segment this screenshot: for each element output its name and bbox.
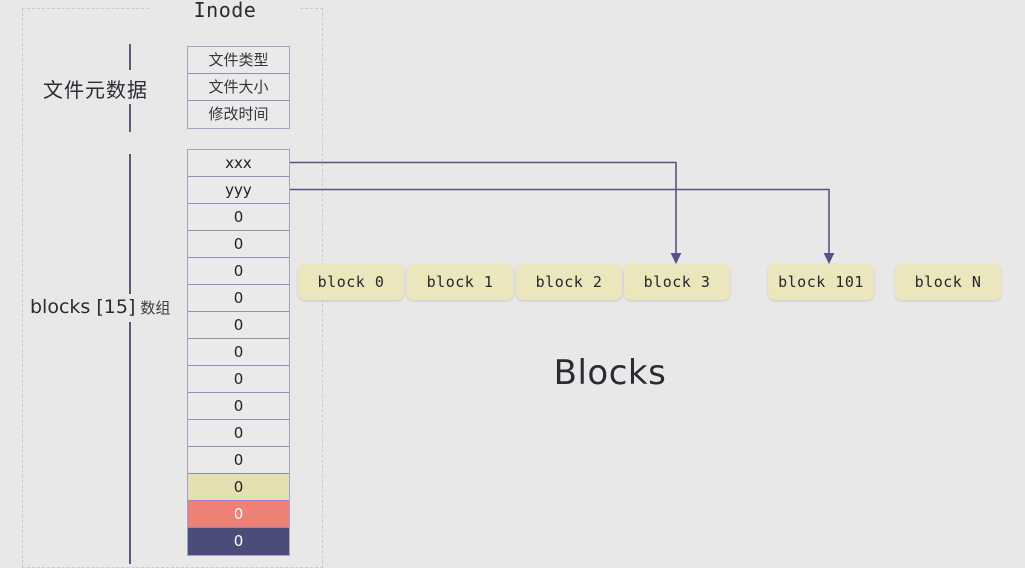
block-box: block N: [895, 264, 1001, 300]
blocks-array-cell: 0: [188, 258, 289, 285]
blocks-array-cell: 0: [188, 366, 289, 393]
metadata-brace-upper: [129, 44, 131, 70]
blocks-array-cell: 0: [188, 204, 289, 231]
blocks-array-cell: 0: [188, 420, 289, 447]
blocks-array-cell: 0: [188, 528, 289, 555]
blocks-array-cell: 0: [188, 285, 289, 312]
blocks-array-cell: xxx: [188, 150, 289, 177]
connector-arrow: [290, 161, 682, 265]
file-metadata-label: 文件元数据: [43, 78, 148, 102]
block-box: block 2: [516, 264, 622, 300]
block-box: block 3: [624, 264, 730, 300]
blocks-array-cell: 0: [188, 339, 289, 366]
block-box: block 101: [768, 264, 874, 300]
blocks-array-cell: 0: [188, 393, 289, 420]
block-box: block 0: [298, 264, 404, 300]
metadata-brace-lower: [129, 104, 131, 132]
blocks-array-label-latin: blocks [15]: [30, 296, 136, 318]
metadata-table: 文件类型文件大小修改时间: [187, 46, 290, 129]
blocks-heading: Blocks: [553, 353, 667, 393]
blocks-array-cell: yyy: [188, 177, 289, 204]
blocks-array-label: blocks [15] 数组: [30, 296, 170, 318]
metadata-row: 文件类型: [188, 47, 289, 74]
blocks-brace-lower: [129, 322, 131, 564]
blocks-array-cell: 0: [188, 474, 289, 501]
blocks-array-cell: 0: [188, 312, 289, 339]
blocks-brace-upper: [129, 154, 131, 294]
metadata-row: 修改时间: [208, 105, 269, 123]
blocks-array-cell: 0: [188, 231, 289, 258]
blocks-array-label-cjk: 数组: [140, 299, 171, 317]
blocks-array-cell: 0: [188, 501, 289, 528]
metadata-row: 文件大小: [188, 74, 289, 101]
block-box: block 1: [407, 264, 513, 300]
blocks-array-cell: 0: [188, 447, 289, 474]
inode-title: Inode: [150, 0, 300, 22]
connector-arrow: [290, 188, 835, 265]
